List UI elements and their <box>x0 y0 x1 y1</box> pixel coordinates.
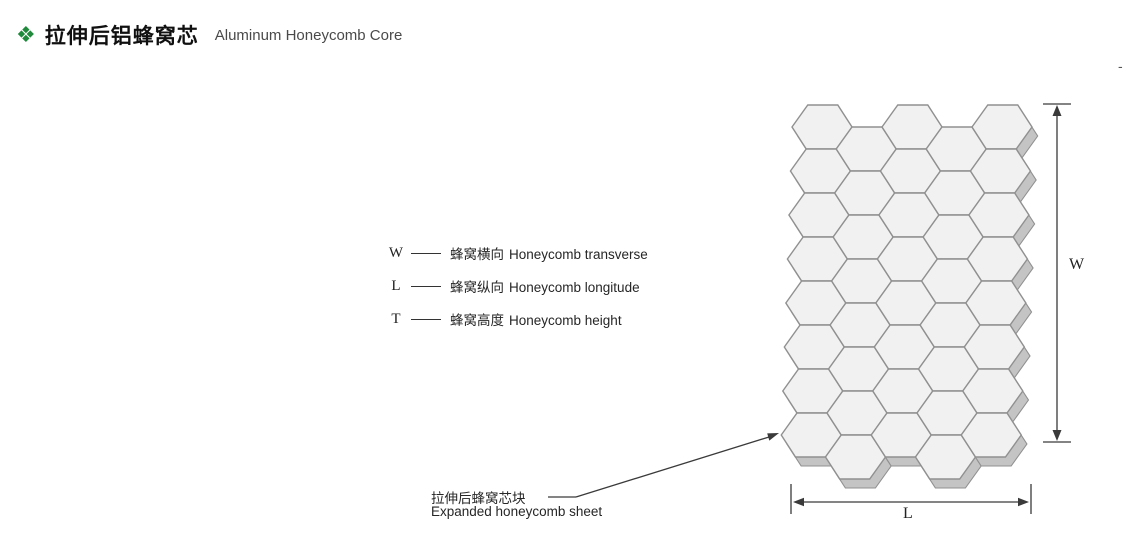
arrow-left-icon <box>793 497 804 507</box>
legend-dash-line <box>411 252 441 254</box>
arrow-diagonal-icon <box>767 433 779 441</box>
dimension-lines <box>548 103 1071 514</box>
honeycomb-cell <box>960 412 1023 458</box>
legend-dash-line <box>411 318 441 320</box>
clover-icon: ❖ <box>16 22 36 47</box>
legend-text-l-zh: 蜂窝纵向 <box>450 280 504 295</box>
dim-label-w: W <box>1069 256 1085 273</box>
legend-text-l: 蜂窝纵向 Honeycomb longitude <box>450 276 640 296</box>
legend-text-w-zh: 蜂窝横向 <box>450 247 504 262</box>
legend-text-w: 蜂窝横向 Honeycomb transverse <box>450 243 648 263</box>
legend-text-t: 蜂窝高度 Honeycomb height <box>450 309 622 329</box>
legend-symbol-l: L <box>391 277 401 294</box>
legend-symbol-t: T <box>391 310 401 327</box>
page-title-zh: 拉伸后铝蜂窝芯 <box>44 25 199 48</box>
dim-label-l: L <box>903 505 913 522</box>
legend-text-w-en: Honeycomb transverse <box>509 247 648 262</box>
legend-text-l-en: Honeycomb longitude <box>509 280 640 295</box>
corner-mark: - <box>1118 58 1123 74</box>
legend-row-t: T 蜂窝高度 Honeycomb height <box>388 309 622 329</box>
honeycomb-sheet <box>780 104 1039 489</box>
legend-symbol-w: W <box>388 244 404 261</box>
arrowheads <box>767 105 1062 507</box>
page-title-en: Aluminum Honeycomb Core <box>214 26 403 44</box>
legend-text-t-en: Honeycomb height <box>509 313 622 328</box>
callout-arrow-line <box>575 436 770 498</box>
arrow-up-icon <box>1052 105 1062 116</box>
callout-label-zh: 拉伸后蜂窝芯块 <box>431 491 526 506</box>
legend-text-t-zh: 蜂窝高度 <box>450 313 504 328</box>
legend-row-w: W 蜂窝横向 Honeycomb transverse <box>388 243 648 263</box>
arrow-down-icon <box>1052 430 1062 441</box>
callout-label-en: Expanded honeycomb sheet <box>431 504 603 519</box>
legend-dash-line <box>411 285 441 287</box>
legend-row-l: L 蜂窝纵向 Honeycomb longitude <box>388 276 640 296</box>
arrow-right-icon <box>1018 497 1029 507</box>
page-header: ❖ 拉伸后铝蜂窝芯 Aluminum Honeycomb Core <box>16 20 402 50</box>
